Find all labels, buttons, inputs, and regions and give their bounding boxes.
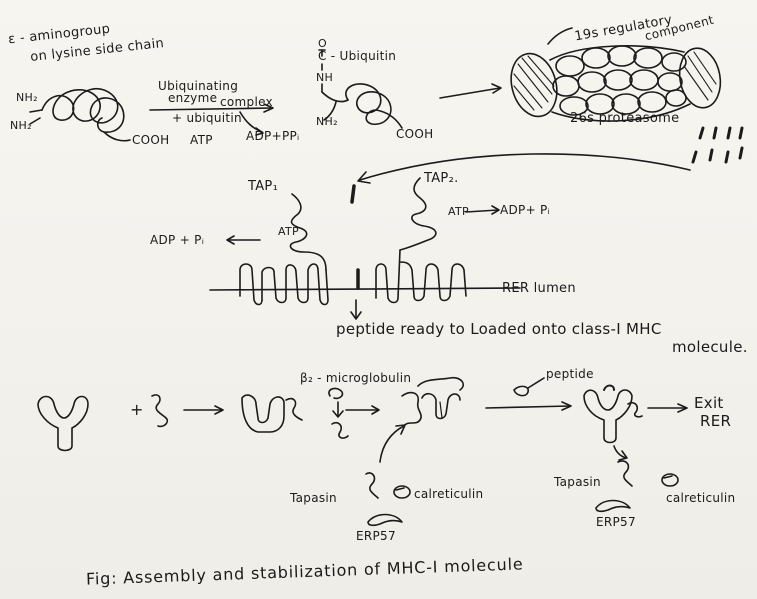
- label-rer-lumen: RER lumen: [502, 281, 576, 296]
- label-tapasin-2: Tapasin: [554, 475, 601, 489]
- label-tap2: TAP₂.: [424, 171, 459, 186]
- label-peptide-ready-2: molecule.: [672, 338, 748, 356]
- label-calreticulin-1: calreticulin: [414, 487, 484, 501]
- chaperones-right: [595, 460, 679, 513]
- label-tap1: TAP₁: [248, 179, 279, 194]
- label-enzyme-2: enzyme: [168, 91, 218, 105]
- label-plus: +: [130, 400, 144, 419]
- proteasome-26s: [510, 27, 722, 122]
- label-erp57-2: ERP57: [596, 515, 636, 529]
- ubiquitination-arrow: [149, 103, 274, 136]
- label-adp-pi-1: ADP + Pᵢ: [150, 233, 205, 247]
- label-ub-nh: NH: [316, 71, 334, 84]
- label-peptide: peptide: [546, 367, 594, 381]
- label-exit: Exit: [694, 394, 724, 412]
- label-cooh-2: COOH: [396, 127, 434, 141]
- label-enzyme-1: Ubiquinating: [158, 79, 239, 93]
- label-calreticulin-2: calreticulin: [666, 491, 736, 505]
- label-adp-ppi: ADP+PPᵢ: [246, 129, 300, 143]
- label-erp57-1: ERP57: [356, 529, 396, 543]
- label-cooh-1: COOH: [132, 133, 170, 147]
- label-peptide-ready-1: peptide ready to Loaded onto class-I MHC: [336, 320, 662, 338]
- label-ub-c: C - Ubiquitin: [318, 49, 397, 63]
- protein-coil-2: [318, 49, 403, 129]
- label-enzyme-3: complex: [220, 95, 273, 109]
- to-proteasome-arrow: [439, 83, 502, 99]
- peptide-fragments: [691, 126, 744, 164]
- label-atp-1: ATP: [190, 133, 213, 147]
- label-enzyme-4: + ubiquitin: [172, 111, 242, 125]
- label-nh2-b: NH₂: [10, 119, 32, 132]
- label-rer: RER: [700, 412, 732, 430]
- label-nh2-c: NH₂: [316, 115, 338, 128]
- label-ub-o: O: [318, 37, 327, 50]
- label-atp-3: ATP: [448, 205, 469, 218]
- tap-transporter: [209, 177, 521, 320]
- mhc-assembly: [37, 376, 688, 463]
- label-adp-pi-2: ADP+ Pᵢ: [500, 203, 551, 217]
- return-arrow: [357, 153, 691, 184]
- protein-coil-1: [29, 87, 131, 142]
- chaperones-left: [365, 472, 411, 527]
- label-atp-2: ATP: [278, 225, 299, 238]
- label-b2-microglobulin: β₂ - microglobulin: [300, 371, 412, 385]
- label-nh2-a: NH₂: [16, 91, 38, 104]
- label-tapasin-1: Tapasin: [290, 491, 337, 505]
- label-26s-proteasome: 26s proteasome: [570, 111, 680, 126]
